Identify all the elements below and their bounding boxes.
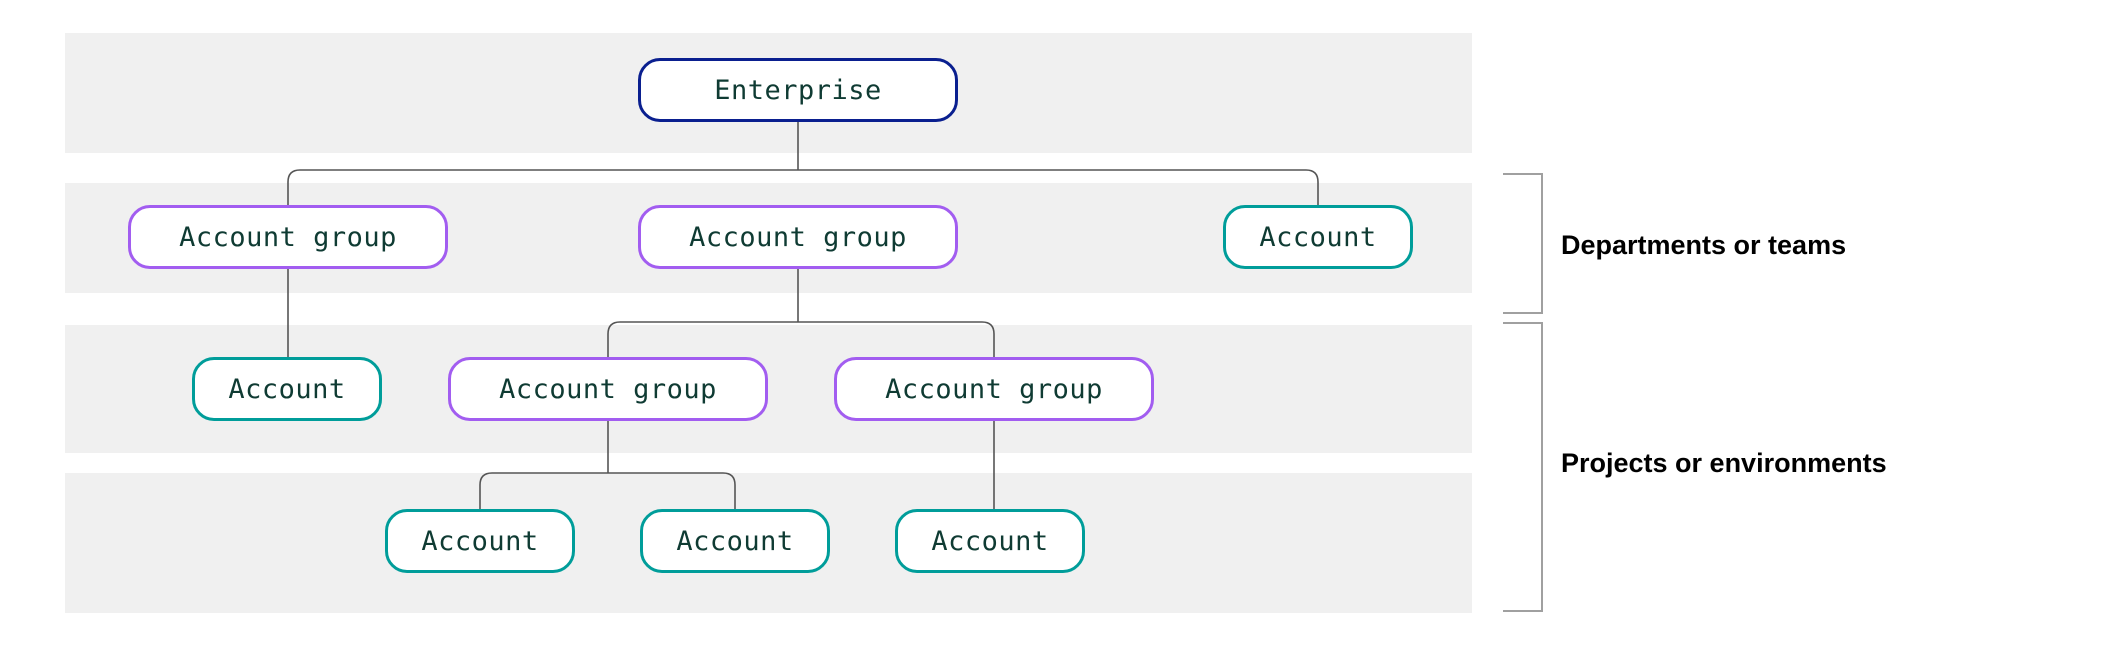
node-account-group-d[interactable]: Account group (834, 357, 1154, 421)
node-account-group-b[interactable]: Account group (638, 205, 958, 269)
bracket-departments (1503, 173, 1543, 314)
node-label: Account group (179, 221, 397, 253)
node-label: Account (228, 373, 346, 405)
node-account-group-c[interactable]: Account group (448, 357, 768, 421)
node-label: Account group (885, 373, 1103, 405)
node-account-c[interactable]: Account (385, 509, 575, 573)
label-projects-or-environments: Projects or environments (1561, 448, 1887, 478)
node-label: Account (1259, 221, 1377, 253)
node-account-e[interactable]: Account (895, 509, 1085, 573)
node-label: Account (931, 525, 1049, 557)
node-label: Account group (499, 373, 717, 405)
node-label: Account (676, 525, 794, 557)
node-enterprise[interactable]: Enterprise (638, 58, 958, 122)
label-departments-or-teams: Departments or teams (1561, 230, 1847, 260)
node-label: Enterprise (714, 74, 882, 106)
node-account-a[interactable]: Account (1223, 205, 1413, 269)
node-account-d[interactable]: Account (640, 509, 830, 573)
node-label: Account (421, 525, 539, 557)
node-label: Account group (689, 221, 907, 253)
node-account-b[interactable]: Account (192, 357, 382, 421)
node-account-group-a[interactable]: Account group (128, 205, 448, 269)
bracket-projects (1503, 322, 1543, 612)
